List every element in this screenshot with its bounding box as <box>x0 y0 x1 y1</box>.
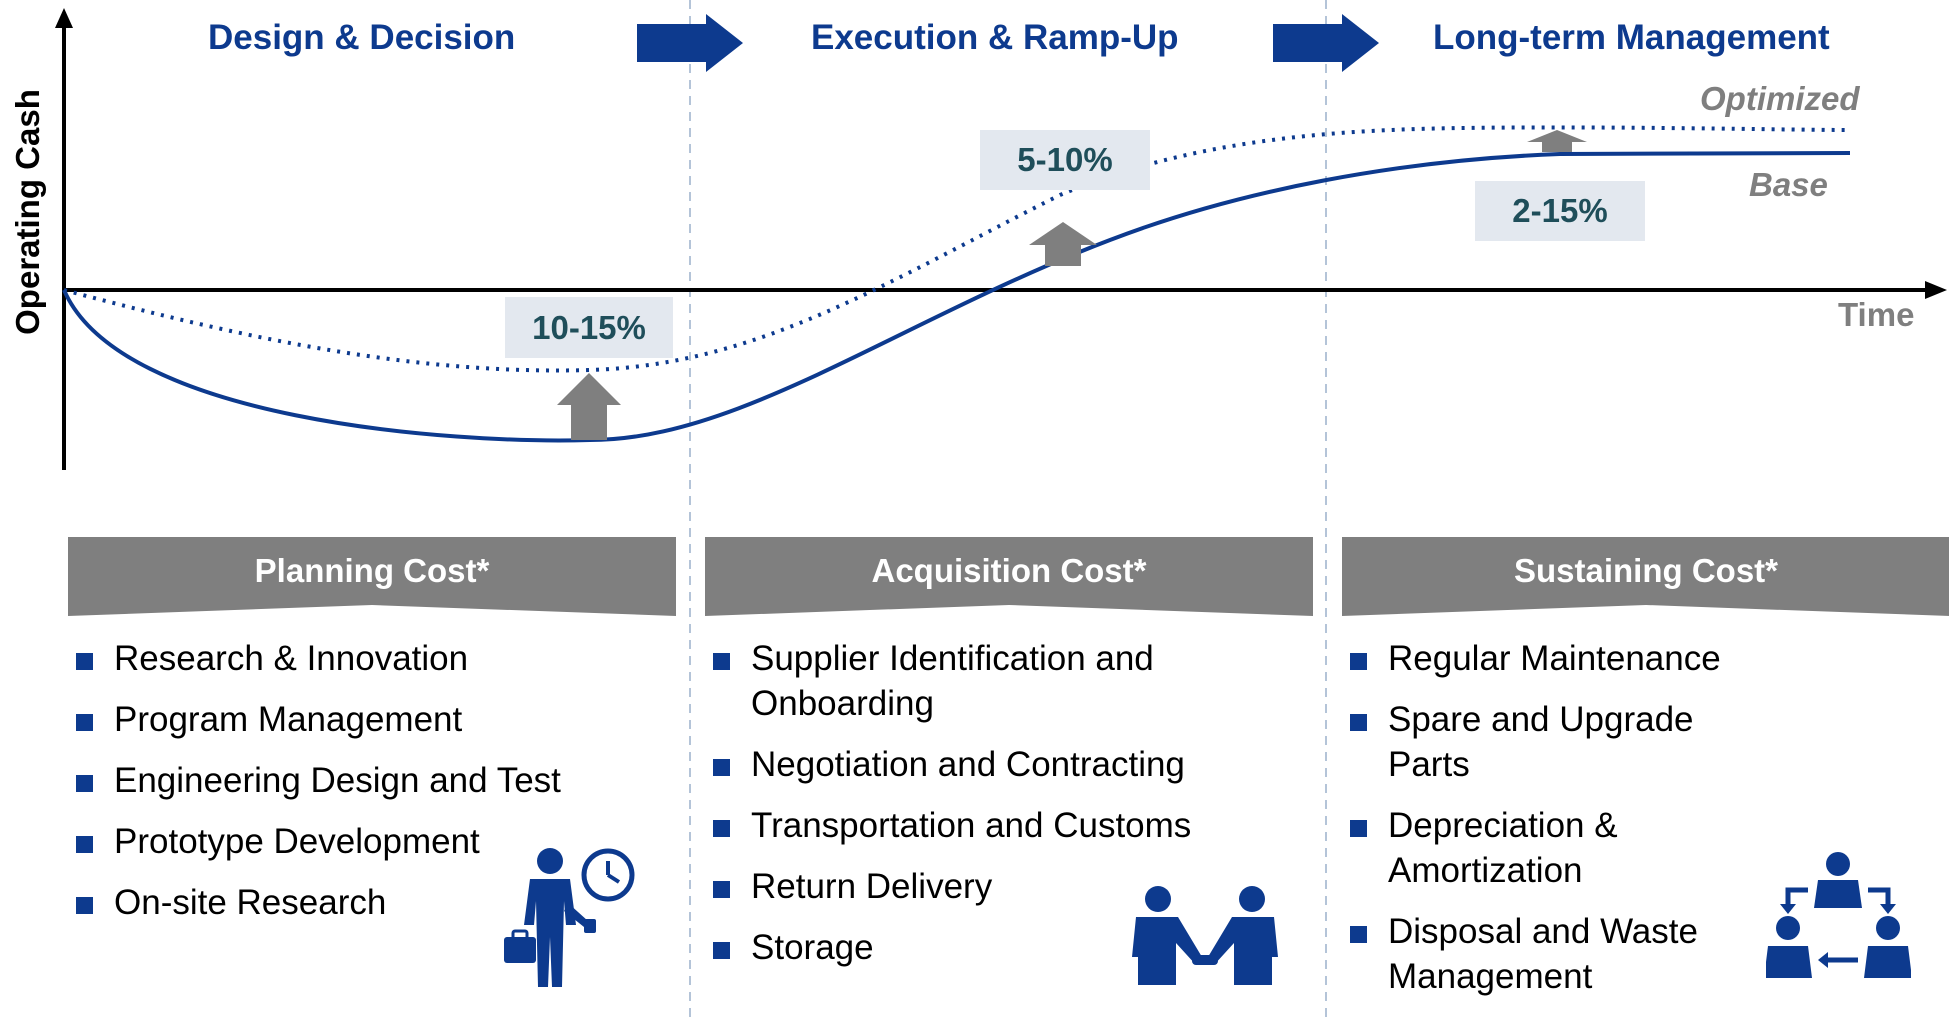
list-item: Supplier Identification and Onboarding <box>705 636 1205 726</box>
planning-cost-title: Planning Cost* <box>254 551 490 589</box>
optimized-curve <box>63 125 1851 373</box>
list-item: Program Management <box>68 697 628 742</box>
improvement-label-2: 5-10% <box>980 130 1150 190</box>
improvement-label-1: 10-15% <box>505 297 673 358</box>
base-curve <box>62 151 1851 443</box>
improvement-arrow-3 <box>1527 130 1587 152</box>
phase-title-design-decision: Design & Decision <box>208 18 516 57</box>
acquisition-cost-header: Acquisition Cost* <box>705 537 1313 616</box>
list-item: Transportation and Customs <box>705 803 1205 848</box>
series-label-base: Base <box>1749 166 1828 203</box>
phase-arrow-1 <box>637 14 743 72</box>
phase-title-execution-ramp-up: Execution & Ramp-Up <box>811 18 1179 57</box>
list-item: On-site Research <box>68 880 628 925</box>
improvement-arrow-1 <box>557 373 621 440</box>
list-item: Research & Innovation <box>68 636 628 681</box>
list-item: Spare and Upgrade Parts <box>1342 697 1762 787</box>
planning-cost-header: Planning Cost* <box>68 537 676 616</box>
phase-title-long-term-management: Long-term Management <box>1433 18 1830 57</box>
list-item: Prototype Development <box>68 819 628 864</box>
y-axis-arrowhead <box>55 8 73 28</box>
x-axis-label: Time <box>1838 296 1915 333</box>
improvement-label-3: 2-15% <box>1475 181 1645 241</box>
list-item: Disposal and Waste Management <box>1342 909 1762 999</box>
list-item: Negotiation and Contracting <box>705 742 1205 787</box>
businessman-clock-icon <box>504 848 635 987</box>
phase-arrow-2 <box>1273 14 1379 72</box>
y-axis-label: Operating Cash <box>9 89 46 335</box>
planning-cost-list: Research & Innovation Program Management… <box>68 636 628 941</box>
list-item: Storage <box>705 925 1205 970</box>
list-item: Return Delivery <box>705 864 1205 909</box>
list-item: Regular Maintenance <box>1342 636 1762 681</box>
team-cycle-icon <box>1766 852 1911 978</box>
sustaining-cost-list: Regular Maintenance Spare and Upgrade Pa… <box>1342 636 1762 1015</box>
list-item: Depreciation & Amortization <box>1342 803 1762 893</box>
acquisition-cost-list: Supplier Identification and Onboarding N… <box>705 636 1205 986</box>
handshake-icon <box>1132 886 1278 985</box>
list-item: Engineering Design and Test <box>68 758 628 803</box>
series-label-optimized: Optimized <box>1700 80 1860 117</box>
sustaining-cost-header: Sustaining Cost* <box>1342 537 1949 616</box>
improvement-arrow-2 <box>1029 222 1097 266</box>
sustaining-cost-title: Sustaining Cost* <box>1513 551 1779 589</box>
x-axis-arrowhead <box>1925 281 1947 299</box>
acquisition-cost-title: Acquisition Cost* <box>871 551 1147 589</box>
